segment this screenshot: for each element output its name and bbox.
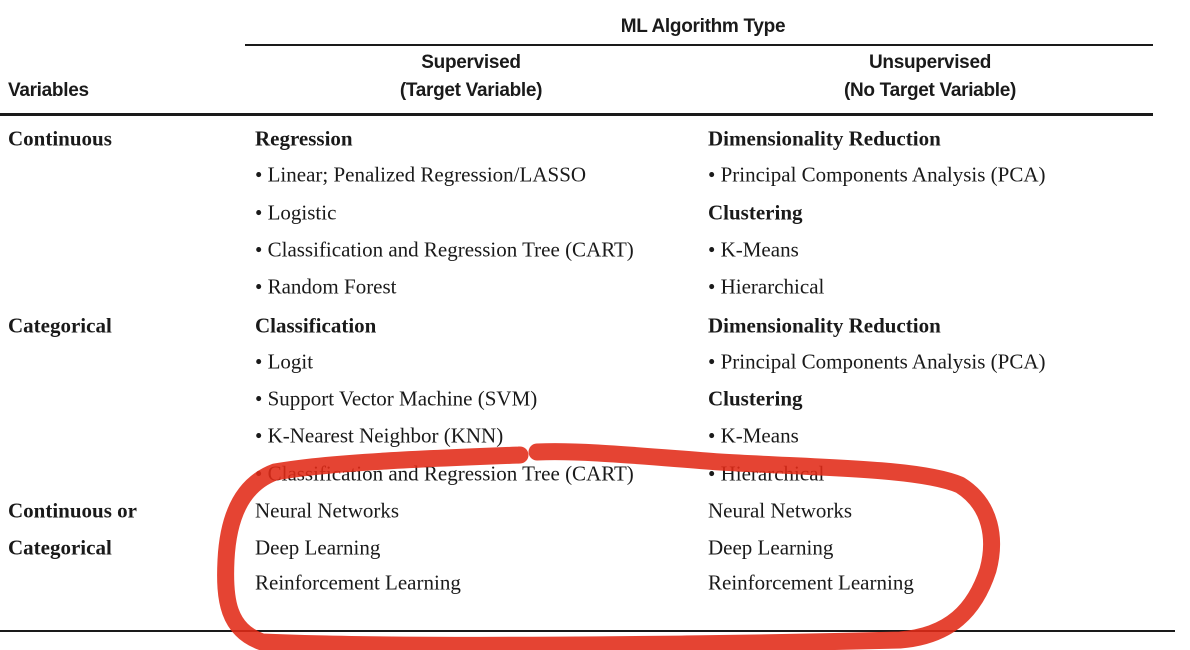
unsupervised-cell: Clustering <box>708 200 803 225</box>
supervised-cell: Classification <box>255 313 377 338</box>
unsupervised-cell: • Principal Components Analysis (PCA) <box>708 349 1046 374</box>
supervised-cell: • Logistic <box>255 200 337 225</box>
supervised-cell: Reinforcement Learning <box>255 570 461 595</box>
header-rule <box>0 113 1153 116</box>
unsupervised-cell: Neural Networks <box>708 498 853 523</box>
supervised-title: Supervised <box>421 52 521 73</box>
header-divider <box>245 44 1153 46</box>
supervised-subtitle: (Target Variable) <box>399 80 543 101</box>
unsupervised-cell: Dimensionality Reduction <box>708 126 941 151</box>
unsupervised-cell: Reinforcement Learning <box>708 570 914 595</box>
supervised-cell: • Random Forest <box>255 274 397 299</box>
supervised-cell: Deep Learning <box>255 535 381 560</box>
supervised-cell: Neural Networks <box>255 498 400 523</box>
unsupervised-cell: • K-Means <box>708 423 799 448</box>
unsupervised-cell: • Hierarchical <box>708 461 825 486</box>
variable-cell: Categorical <box>8 535 112 560</box>
unsupervised-subtitle: (No Target Variable) <box>843 80 1017 101</box>
supervised-cell: • Classification and Regression Tree (CA… <box>255 461 634 486</box>
unsupervised-cell: Clustering <box>708 386 803 411</box>
supervised-cell: • Support Vector Machine (SVM) <box>255 386 538 411</box>
variable-cell: Continuous <box>8 126 112 151</box>
unsupervised-cell: Dimensionality Reduction <box>708 313 941 338</box>
unsupervised-cell: Deep Learning <box>708 535 834 560</box>
unsupervised-cell: • Principal Components Analysis (PCA) <box>708 162 1046 187</box>
supervised-cell: • Logit <box>255 349 314 374</box>
unsupervised-cell: • K-Means <box>708 237 799 262</box>
unsupervised-title: Unsupervised <box>868 52 992 73</box>
bottom-rule <box>0 630 1175 632</box>
variable-cell: Continuous or <box>8 498 137 523</box>
variable-cell: Categorical <box>8 313 112 338</box>
unsupervised-cell: • Hierarchical <box>708 274 825 299</box>
variables-label: Variables <box>8 80 89 101</box>
supervised-cell: • Linear; Penalized Regression/LASSO <box>255 162 587 187</box>
group-title: ML Algorithm Type <box>620 16 786 37</box>
supervised-cell: Regression <box>255 126 353 151</box>
supervised-cell: • Classification and Regression Tree (CA… <box>255 237 634 262</box>
supervised-cell: • K-Nearest Neighbor (KNN) <box>255 423 504 448</box>
